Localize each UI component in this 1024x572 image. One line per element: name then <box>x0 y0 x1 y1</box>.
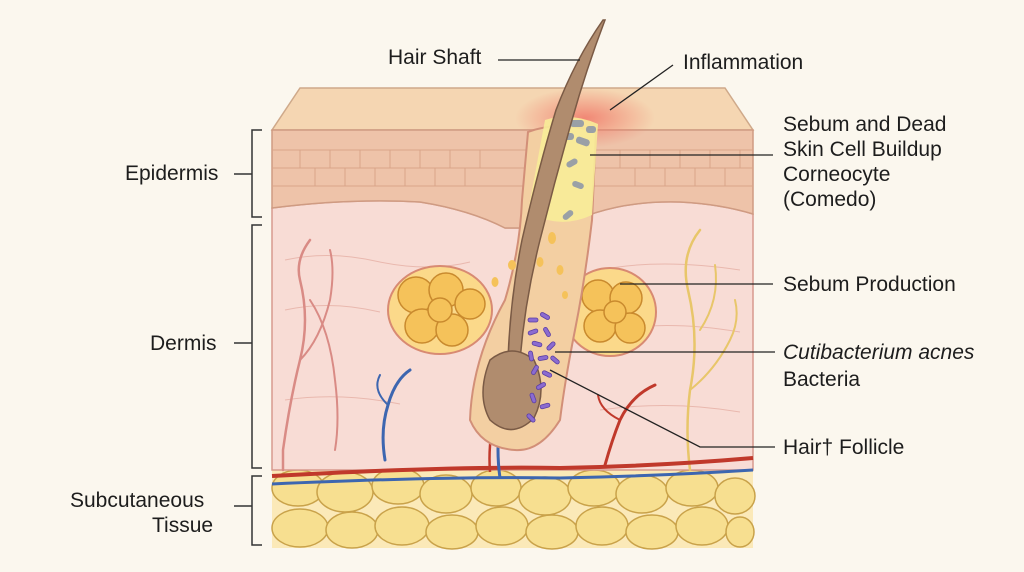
subcutaneous-bracket <box>251 475 262 546</box>
epidermis-label: Epidermis <box>125 162 219 185</box>
bacteria-cluster <box>526 312 560 423</box>
bacteria-word-label: Bacteria <box>783 368 861 391</box>
corneocyte-label-line2: (Comedo) <box>783 188 877 211</box>
epidermis-cell-rows <box>272 149 753 187</box>
dermis-bracket <box>251 224 262 469</box>
hair-follicle-leader <box>549 369 775 448</box>
artery <box>271 456 754 478</box>
sebum-droplets <box>491 232 594 299</box>
corneocyte-label-line1: Corneocyte <box>783 163 891 186</box>
inflammation-leader <box>609 64 674 111</box>
epidermis-cell-dividers <box>299 150 741 186</box>
sebum-production-label: Sebum Production <box>783 273 956 296</box>
sebaceous-gland-left <box>387 265 493 355</box>
sebum-buildup-label-line2: Skin Cell Buildup <box>783 138 942 161</box>
dermis-label: Dermis <box>150 332 217 355</box>
subcutaneous-label-line1: Subcutaneous <box>70 489 205 512</box>
sebum-buildup-label-line1: Sebum and Dead <box>783 113 947 136</box>
vein <box>271 468 754 486</box>
bacteria-name-label: Cutibacterium acnes <box>783 341 975 364</box>
leader-lines <box>498 59 775 448</box>
epidermis-bracket <box>251 129 262 218</box>
subcutaneous-fat-layer <box>271 467 756 550</box>
subcutaneous-label-line2: Tissue <box>152 514 214 537</box>
dermis-blood-vessels <box>281 228 738 472</box>
inflammation-label: Inflammation <box>683 51 804 74</box>
hair-shaft-label: Hair Shaft <box>388 46 482 69</box>
hair-follicle-label: Hair† Follicle <box>783 436 905 459</box>
epidermis-top-surface <box>270 87 755 131</box>
layer-brackets <box>234 129 262 546</box>
